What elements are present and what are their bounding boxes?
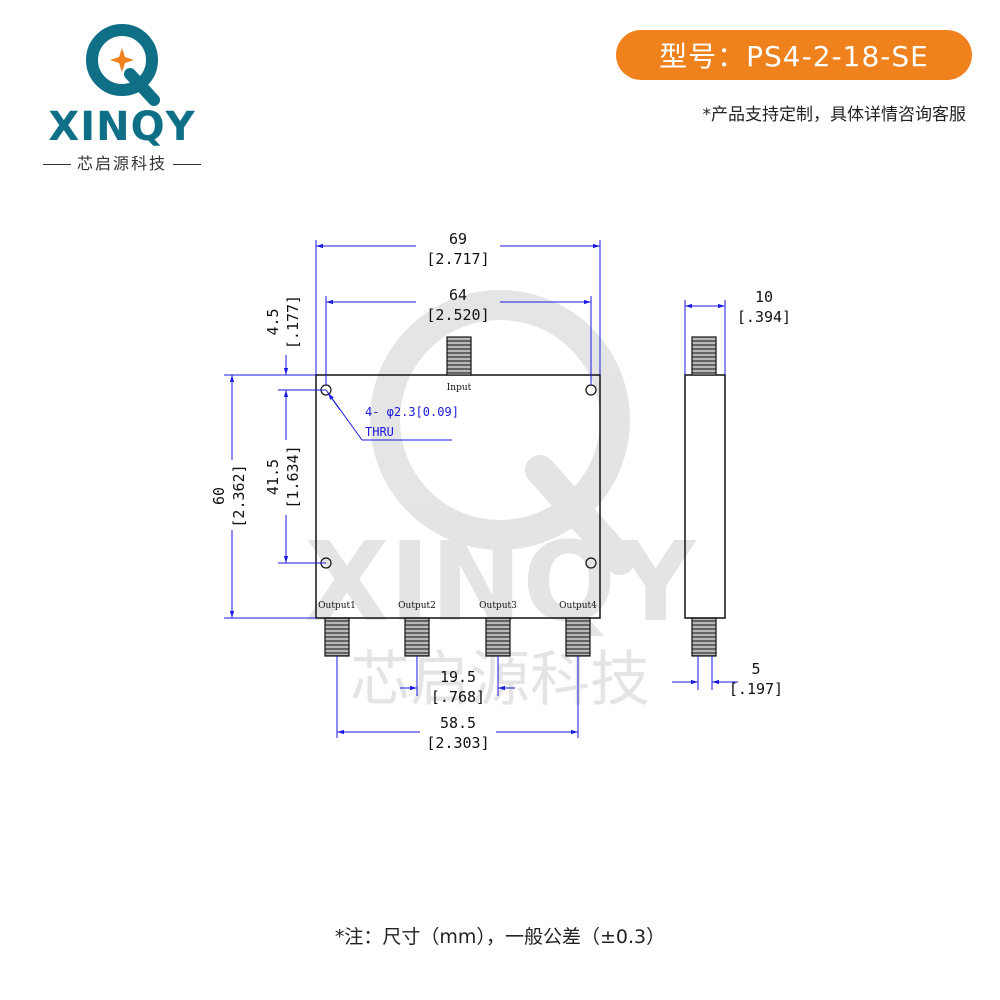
input-connector <box>446 336 472 376</box>
dim-hole-spacing-y-in: [1.634] <box>284 445 302 508</box>
output-connector-4 <box>565 617 591 657</box>
dim-hole-spacing-y: 41.5 <box>264 459 282 495</box>
dim-overall-width: 69 <box>449 230 467 248</box>
logo-q-icon <box>86 24 160 106</box>
watermark-q-icon <box>370 290 630 550</box>
dim-hole-spacing-x: 64 <box>449 286 467 304</box>
dim-connector-offset-in: [.197] <box>729 680 783 698</box>
dim-output-pitch-in: [.768] <box>431 688 485 706</box>
dim-overall-width-in: [2.717] <box>426 250 489 268</box>
dim-hole-offset-in: [.177] <box>284 295 302 349</box>
side-top-connector <box>691 336 717 376</box>
output-connector-2 <box>404 617 430 657</box>
side-view <box>684 336 726 657</box>
output3-label: Output3 <box>479 601 517 611</box>
dim-output-pitch: 19.5 <box>440 668 476 686</box>
dim-hole-spacing-x-in: [2.520] <box>426 306 489 324</box>
dim-overall-height-in: [2.362] <box>230 464 248 527</box>
brand-name: XINQY <box>48 104 196 150</box>
watermark: XINQY 芯启源科技 <box>305 290 697 715</box>
output-connector-3 <box>485 617 511 657</box>
dim-connector-offset: 5 <box>751 660 760 678</box>
dim-output-span-in: [2.303] <box>426 734 489 752</box>
side-bottom-connector <box>691 617 717 657</box>
dim-thickness: 10 <box>755 288 773 306</box>
dim-output-span: 58.5 <box>440 714 476 732</box>
model-badge: 型号：PS4-2-18-SE <box>616 30 972 80</box>
output-connector-1 <box>324 617 350 657</box>
dim-overall-height: 60 <box>210 487 228 505</box>
hole-note-thru: THRU <box>365 425 394 439</box>
brand-subtitle: 芯启源科技 <box>22 150 222 174</box>
dim-hole-offset: 4.5 <box>264 308 282 335</box>
dimension-lines <box>224 240 738 738</box>
mounting-hole <box>585 384 597 396</box>
tolerance-note: *注：尺寸（mm），一般公差（±0.3） <box>334 926 666 948</box>
output4-label: Output4 <box>559 601 597 611</box>
hole-note: 4- φ2.3[0.09] <box>365 405 459 419</box>
dim-thickness-in: [.394] <box>737 308 791 326</box>
mounting-hole <box>585 557 597 569</box>
support-note: *产品支持定制，具体详情咨询客服 <box>702 105 967 125</box>
watermark-subtitle: 芯启源科技 <box>350 645 650 715</box>
brand-logo: XINQY 芯启源科技 <box>22 18 222 173</box>
output2-label: Output2 <box>398 601 436 611</box>
input-label: Input <box>447 383 472 393</box>
output1-label: Output1 <box>318 601 356 611</box>
